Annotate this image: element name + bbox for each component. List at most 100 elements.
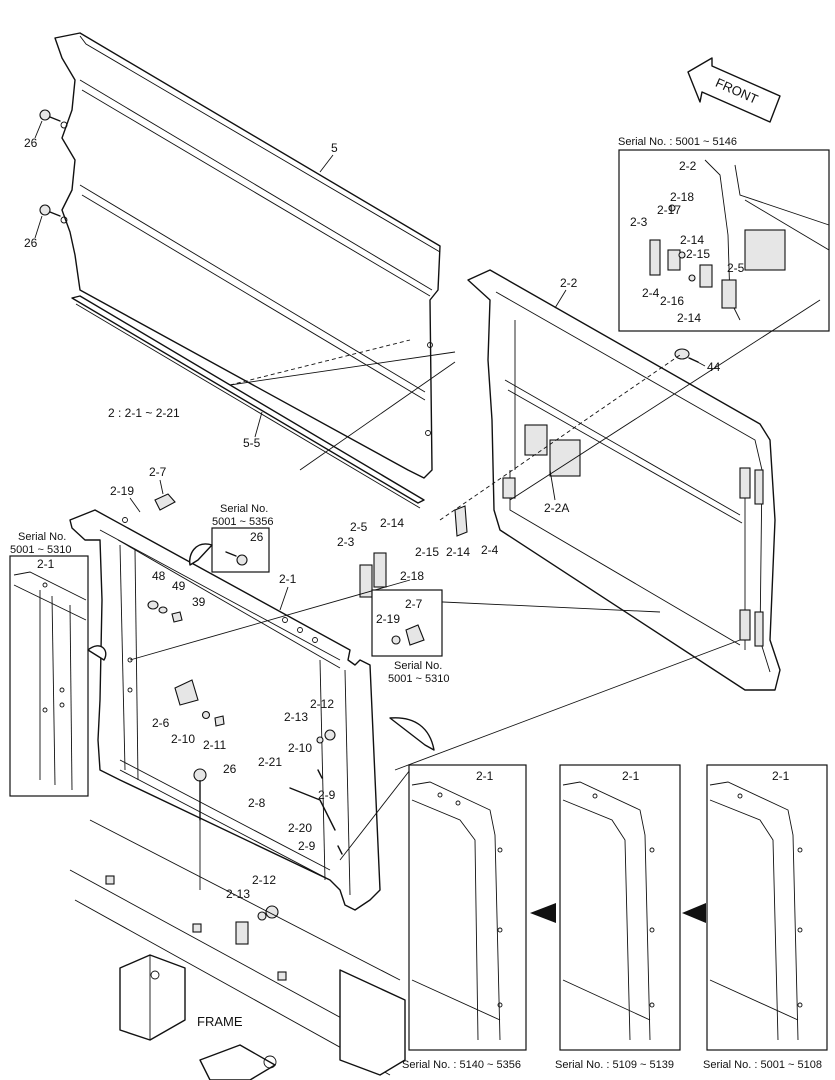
washer-48-icon: [147, 600, 159, 610]
detail-callout-2-15: 2-15: [686, 247, 710, 261]
callout-2-1: 2-1: [279, 572, 297, 586]
callout-2-18: 2-18: [400, 569, 424, 583]
rail-5-5: [71, 295, 425, 509]
bolt-2-11-icon: [214, 715, 225, 727]
bracket-2-4-icon: [454, 505, 468, 537]
callout-2-4: 2-4: [481, 543, 499, 557]
callout-2-9-a: 2-9: [318, 788, 336, 802]
callout-2-10-a: 2-10: [171, 732, 195, 746]
pointer-arrow-bottom-icon: [389, 717, 435, 751]
washer-2-10-icon: [201, 710, 211, 720]
bolt-2-7-icon: [154, 493, 176, 511]
callout-2-13-a: 2-13: [284, 710, 308, 724]
callout-2-5: 2-5: [350, 520, 368, 534]
washer-2-12-icon: [324, 729, 336, 741]
frame-2-1: [69, 509, 381, 911]
serial-mid-line1: Serial No.: [220, 503, 268, 515]
detail-callout-2-14-b: 2-14: [677, 311, 701, 325]
callout-2-11: 2-11: [203, 738, 226, 752]
callout-26-a: 26: [24, 136, 38, 150]
callout-2-21: 2-21: [258, 755, 282, 769]
pin-2-9-icon: [317, 769, 343, 855]
detail-callout-2-3: 2-3: [630, 215, 648, 229]
frame-label: FRAME: [197, 1014, 243, 1029]
group-reference: 2 : 2-1 ~ 2-21: [108, 406, 180, 420]
serial-left-line2: 5001 ~ 5310: [10, 544, 71, 556]
callout-2-10-b: 2-10: [288, 741, 312, 755]
serial-bottom-3: Serial No. : 5001 ~ 5108: [703, 1059, 822, 1071]
side-panel-5: [54, 32, 441, 479]
base-frame: [69, 819, 406, 1080]
callout-2-6: 2-6: [152, 716, 170, 730]
detail-box-mid: [211, 527, 270, 573]
hinge-2-5-icon: [373, 552, 387, 588]
detail-box-bottom-3: [706, 764, 828, 1051]
detail-callout-2-4: 2-4: [642, 286, 660, 300]
detail-box-top-right: [618, 149, 830, 332]
triangle-arrow-1-icon: [530, 903, 556, 923]
detail-box-right-small: [371, 589, 443, 657]
callout-2-14-b: 2-14: [446, 545, 470, 559]
rod-2-8-icon: [289, 787, 336, 831]
callout-5-5: 5-5: [243, 436, 261, 450]
callout-2-2: 2-2: [560, 276, 578, 290]
serial-top-right: Serial No. : 5001 ~ 5146: [618, 136, 737, 148]
serial-bottom-1: Serial No. : 5140 ~ 5356: [402, 1059, 521, 1071]
detail-callout-2-2: 2-2: [679, 159, 697, 173]
callout-2-12-a: 2-12: [310, 697, 334, 711]
serial-left-line1: Serial No.: [18, 531, 66, 543]
callout-2-14: 2-14: [380, 516, 404, 530]
leader-lines: [129, 299, 821, 890]
detail-callout-2-17: 2-17: [657, 203, 681, 217]
callout-2-3: 2-3: [337, 535, 355, 549]
serial-bottom-2: Serial No. : 5109 ~ 5139: [555, 1059, 674, 1071]
bolt-26-lower-icon: [39, 204, 61, 217]
bolt-39-icon: [171, 611, 183, 623]
callout-26-d: 26: [223, 762, 237, 776]
callout-48: 48: [152, 569, 166, 583]
serial-right-line2: 5001 ~ 5310: [388, 673, 449, 685]
hinge-2-3-icon: [359, 564, 373, 598]
triangle-arrow-2-icon: [682, 903, 706, 923]
left-detail-callout-2-1: 2-1: [37, 557, 55, 571]
callout-2-8: 2-8: [248, 796, 266, 810]
bolt-26-upper-icon: [39, 109, 61, 122]
callout-2-13-b: 2-13: [226, 887, 250, 901]
callout-44: 44: [707, 360, 721, 374]
bottom2-callout-2-1: 2-1: [622, 769, 640, 783]
callout-2-2a: 2-2A: [544, 501, 569, 515]
callout-39: 39: [192, 595, 206, 609]
bottom1-callout-2-1: 2-1: [476, 769, 494, 783]
detail-callout-2-5: 2-5: [727, 261, 745, 275]
detail-box-bottom-1: [408, 764, 527, 1051]
front-arrow-icon: FRONT: [687, 57, 781, 123]
bracket-2-6-icon: [174, 679, 199, 706]
serial-right-line1: Serial No.: [394, 660, 442, 672]
pointer-arrow-left-icon: [87, 645, 107, 661]
detail-box-left: [9, 555, 89, 797]
pointer-arrow-mid-icon: [188, 543, 213, 566]
callout-2-7: 2-7: [149, 465, 167, 479]
detail-callout-2-16: 2-16: [660, 294, 684, 308]
callout-2-20: 2-20: [288, 821, 312, 835]
callout-26-b: 26: [24, 236, 38, 250]
callout-2-15: 2-15: [415, 545, 439, 559]
callout-49: 49: [172, 579, 186, 593]
callout-2-12-b: 2-12: [252, 873, 276, 887]
detail-box-bottom-2: [559, 764, 681, 1051]
washer-2-13-icon: [316, 736, 324, 744]
callout-5: 5: [331, 141, 338, 155]
callout-26-c: 26: [250, 530, 264, 544]
serial-mid-line2: 5001 ~ 5356: [212, 516, 273, 528]
detail-callout-2-18: 2-18: [670, 190, 694, 204]
right-detail-callout-2-7: 2-7: [405, 597, 423, 611]
washer-2-13-lower-icon: [257, 911, 267, 921]
rear-door-2-2: [467, 269, 781, 691]
washer-49-icon: [158, 606, 168, 614]
bottom3-callout-2-1: 2-1: [772, 769, 790, 783]
right-detail-callout-2-19: 2-19: [376, 612, 400, 626]
detail-callout-2-14-a: 2-14: [680, 233, 704, 247]
callout-2-9-b: 2-9: [298, 839, 316, 853]
callout-2-19: 2-19: [110, 484, 134, 498]
